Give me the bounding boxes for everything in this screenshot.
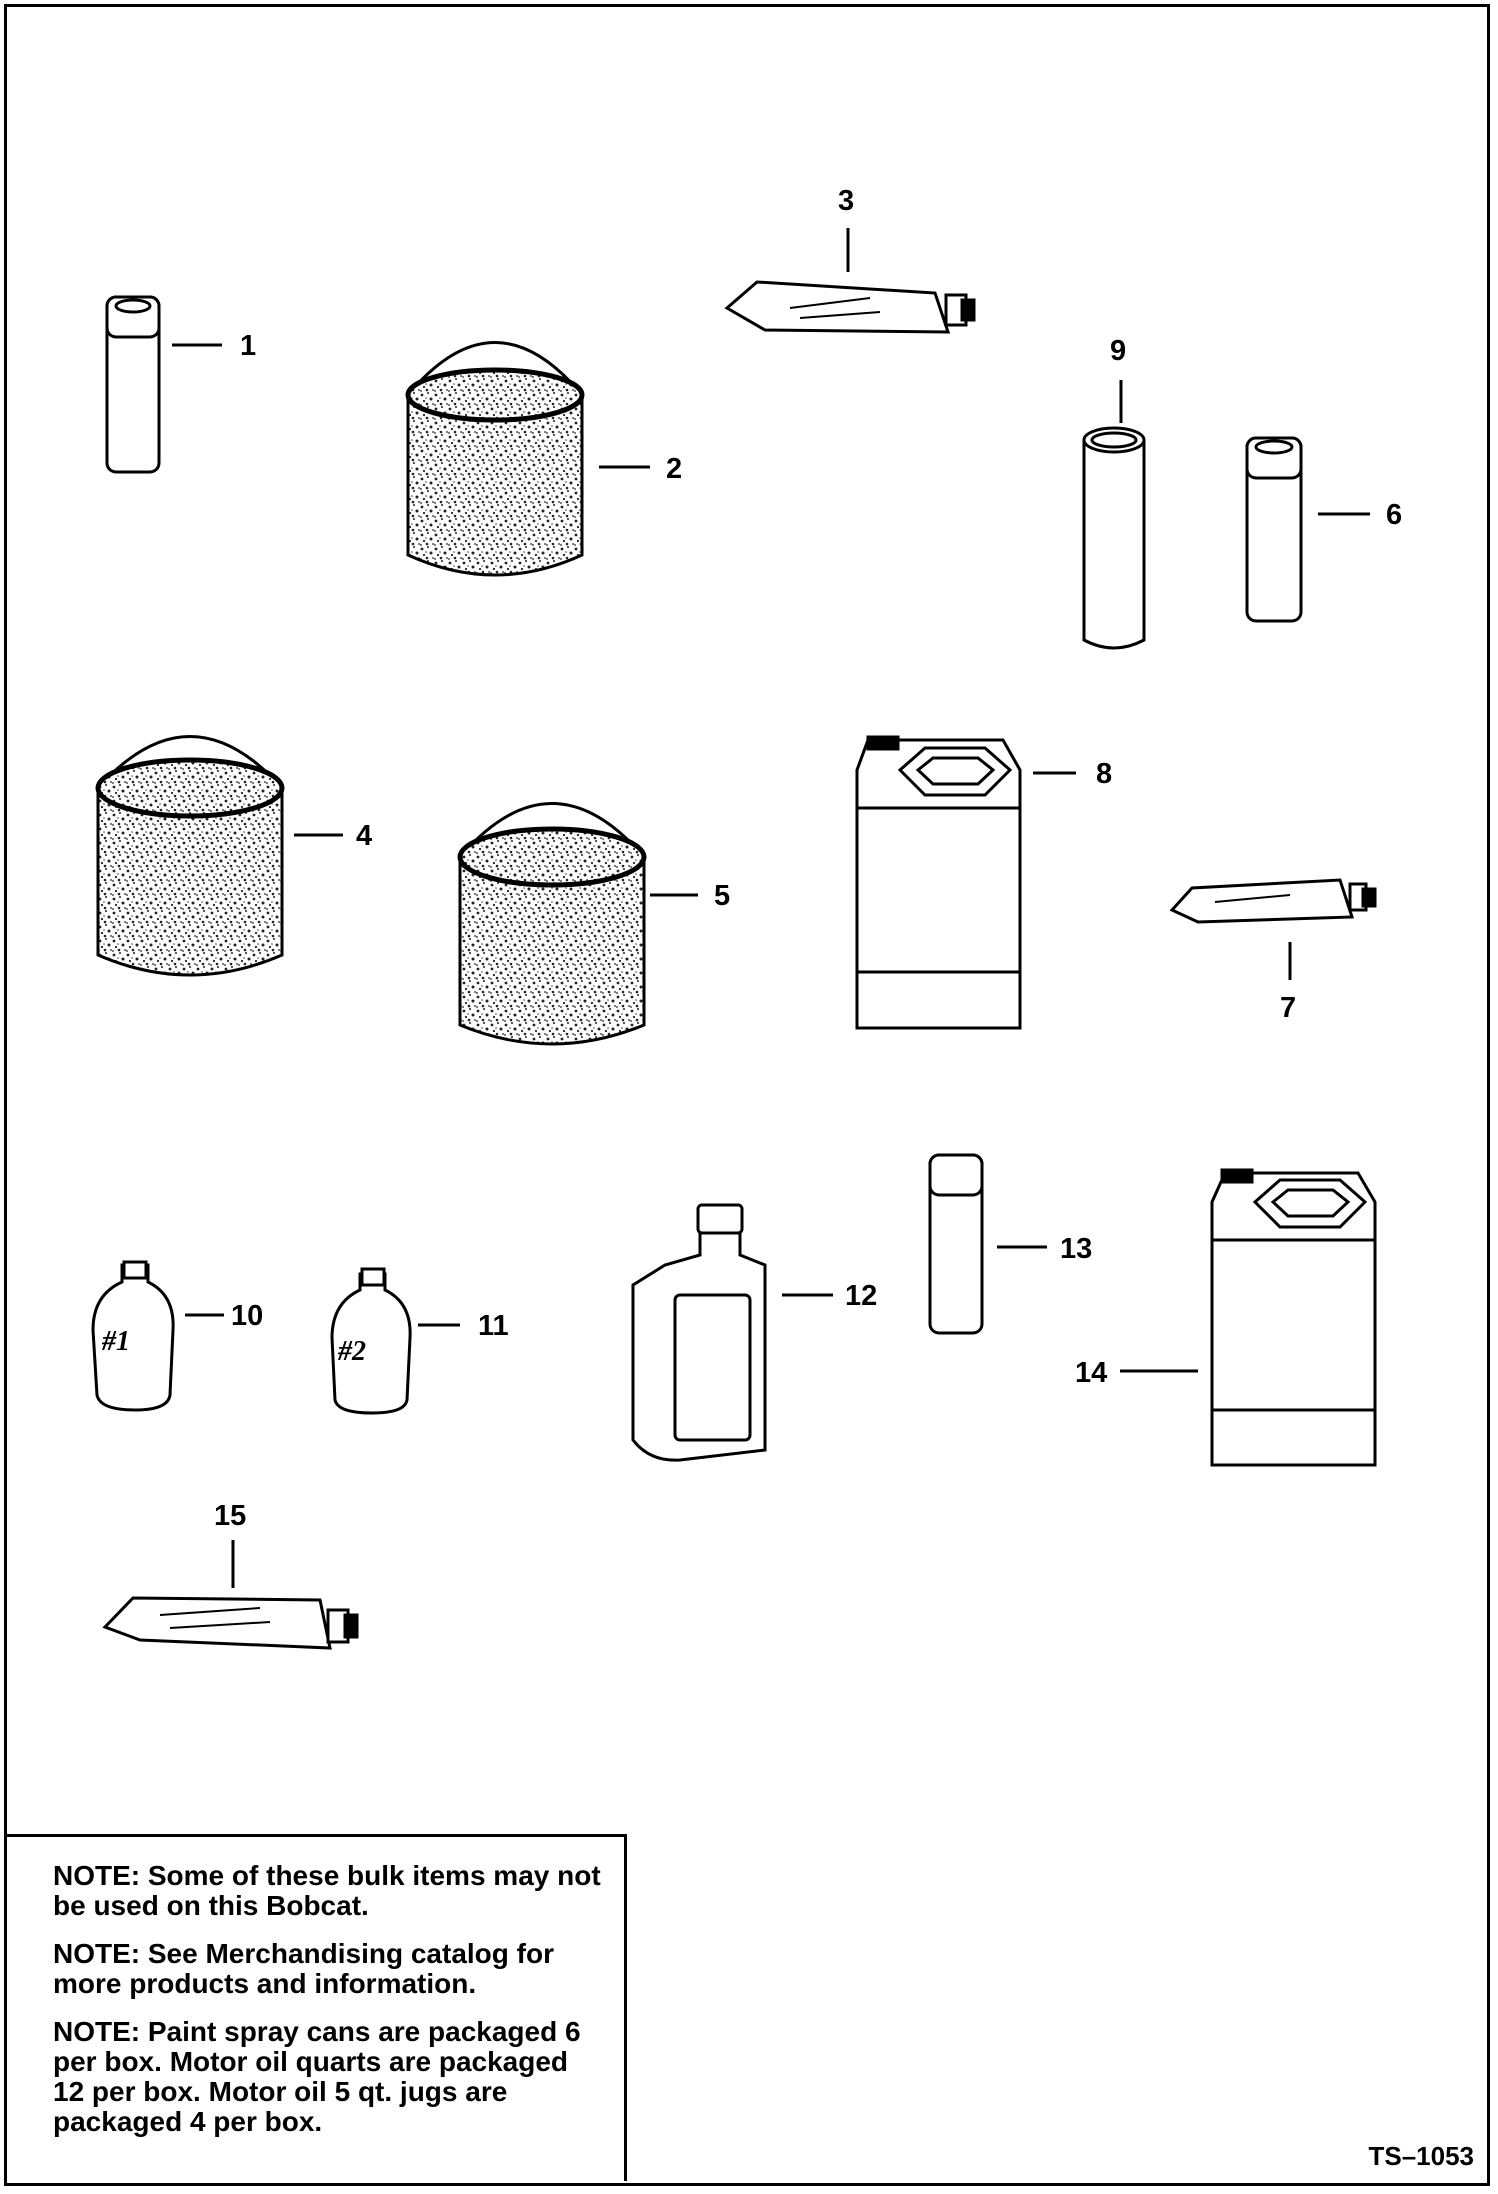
tube-icon <box>724 280 976 334</box>
callout-8: 8 <box>1096 758 1112 790</box>
bottle-icon <box>330 1267 412 1415</box>
spray-can-icon <box>928 1153 984 1335</box>
callout-9: 9 <box>1110 335 1126 367</box>
notes-box: NOTE: Some of these bulk items may not b… <box>7 1834 627 2181</box>
jug-icon <box>1210 1168 1377 1467</box>
note-3: NOTE: Paint spray cans are packaged 6 pe… <box>53 2016 581 2137</box>
grease-cartridge-icon <box>1082 426 1146 650</box>
spray-can-icon <box>105 295 161 474</box>
note-2: NOTE: See Merchandising catalog for more… <box>53 1938 554 1999</box>
oil-quart-icon <box>631 1203 767 1462</box>
paint-can-icon <box>405 341 585 577</box>
spray-can-icon <box>1245 436 1303 623</box>
paint-can-icon <box>95 735 285 977</box>
bottle-label: #1 <box>101 1326 130 1357</box>
tube-icon <box>1169 878 1377 924</box>
callout-5: 5 <box>714 880 730 912</box>
callout-6: 6 <box>1386 499 1402 531</box>
callout-11: 11 <box>478 1310 509 1342</box>
callout-15: 15 <box>214 1500 246 1532</box>
callout-4: 4 <box>356 820 372 852</box>
paint-can-icon <box>457 802 647 1046</box>
callout-2: 2 <box>666 453 682 485</box>
bottle-icon <box>91 1260 175 1412</box>
tube-icon <box>102 1596 359 1650</box>
callout-12: 12 <box>845 1280 877 1312</box>
callout-10: 10 <box>231 1300 263 1332</box>
callout-13: 13 <box>1060 1233 1092 1265</box>
jug-icon <box>855 735 1022 1030</box>
note-1: NOTE: Some of these bulk items may not b… <box>53 1860 601 1921</box>
callout-1: 1 <box>240 330 256 362</box>
diagram-frame <box>4 4 1490 2186</box>
callout-3: 3 <box>838 185 854 217</box>
callout-7: 7 <box>1280 992 1296 1024</box>
figure-reference: TS–1053 <box>1368 2141 1474 2171</box>
callout-14: 14 <box>1075 1357 1107 1389</box>
bottle-label: #2 <box>337 1336 366 1367</box>
